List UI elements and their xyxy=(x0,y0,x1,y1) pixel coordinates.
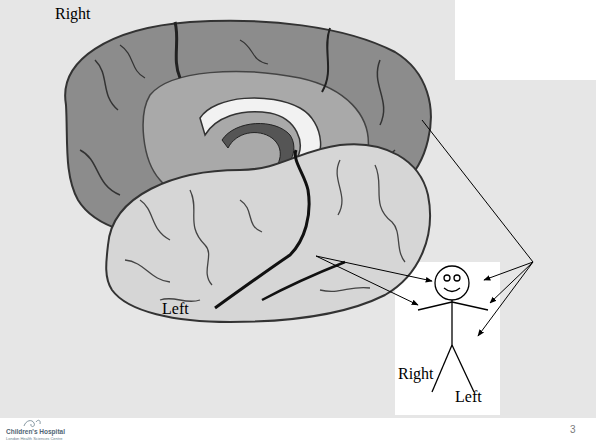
logo-text: Children's Hospital xyxy=(6,428,65,435)
hospital-logo xyxy=(24,420,40,426)
figure-panel: RightLeft xyxy=(395,262,500,415)
left-hemisphere xyxy=(106,144,430,322)
hemisphere-label: Right xyxy=(55,5,91,23)
blank-panel xyxy=(455,0,596,80)
slide-ground xyxy=(0,0,596,418)
page-number: 3 xyxy=(570,424,576,435)
leader-lines xyxy=(316,120,533,336)
side-label: Right xyxy=(398,365,434,383)
hemisphere-label: Left xyxy=(162,300,189,318)
figure-panel xyxy=(395,262,500,415)
footer-bar xyxy=(0,418,596,446)
logo-subtext: London Health Sciences Centre xyxy=(6,437,62,441)
side-label: Left xyxy=(455,388,482,406)
